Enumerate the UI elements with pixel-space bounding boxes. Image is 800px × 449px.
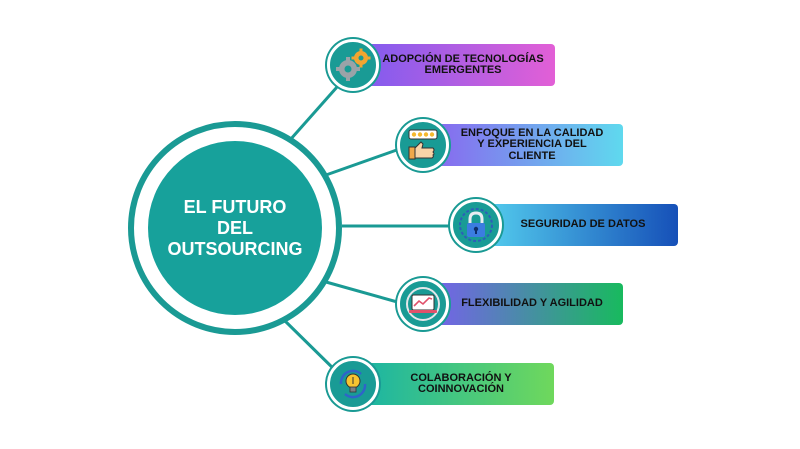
hub-title: EL FUTURO DEL OUTSOURCING <box>167 196 303 259</box>
item-label: COLABORACIÓN Y COINNOVACIÓN <box>410 371 512 395</box>
hub-circle: EL FUTURO DEL OUTSOURCING <box>148 141 322 315</box>
gears-icon <box>327 39 379 91</box>
item-pill-5: COLABORACIÓN Y COINNOVACIÓN <box>352 363 554 405</box>
lightbulb-cycle-icon <box>327 358 379 410</box>
laptop-chart-icon <box>397 278 449 330</box>
item-label: ENFOQUE EN LA CALIDAD Y EXPERIENCIA DEL … <box>460 126 604 162</box>
padlock-icon <box>450 199 502 251</box>
item-label: SEGURIDAD DE DATOS <box>520 218 646 231</box>
thumbs-up-stars-icon <box>397 119 449 171</box>
item-pill-1: ADOPCIÓN DE TECNOLOGÍAS EMERGENTES <box>355 44 555 86</box>
connector-line-4 <box>325 280 409 307</box>
item-label: ADOPCIÓN DE TECNOLOGÍAS EMERGENTES <box>382 52 544 76</box>
item-pill-4: FLEXIBILIDAD Y AGILIDAD <box>425 283 623 325</box>
connector-line-1 <box>288 77 347 141</box>
connector-line-2 <box>325 144 409 177</box>
item-pill-2: ENFOQUE EN LA CALIDAD Y EXPERIENCIA DEL … <box>425 124 623 166</box>
item-pill-3: SEGURIDAD DE DATOS <box>480 204 678 246</box>
item-label: FLEXIBILIDAD Y AGILIDAD <box>461 297 603 310</box>
